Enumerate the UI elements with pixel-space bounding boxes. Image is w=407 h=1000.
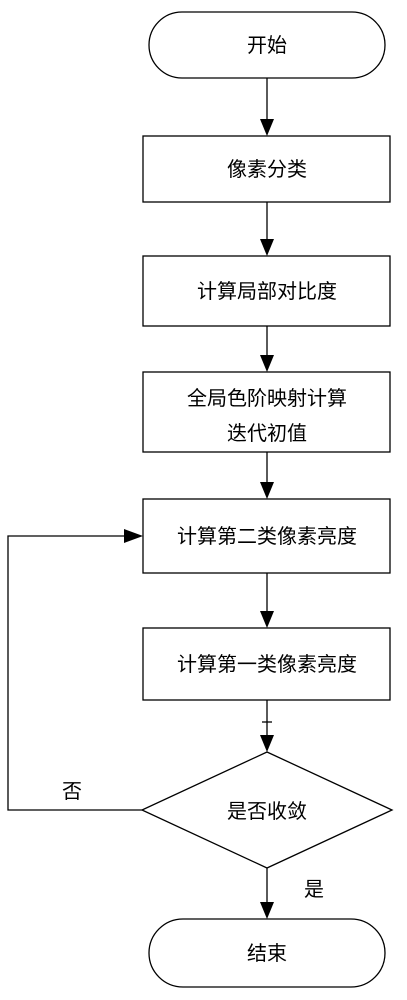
start-label: 开始 [247, 33, 287, 57]
start-terminal: 开始 [148, 11, 386, 79]
step-type1-brightness: 计算第一类像素亮度 [142, 627, 391, 701]
classify-box [142, 135, 391, 203]
step-classify: 像素分类 [142, 135, 391, 203]
yes-label: 是 [304, 877, 324, 901]
arrow-classify-to-contrast [260, 202, 274, 256]
step-type2-brightness: 计算第二类像素亮度 [142, 498, 391, 574]
decision-converged: 是否收敛 [140, 751, 394, 869]
decision-label: 是否收敛 [227, 799, 307, 823]
loop-no-branch: 否 [7, 529, 143, 811]
tone-mapping-label-line1: 全局色阶映射计算 [187, 386, 347, 410]
end-label: 结束 [247, 941, 287, 965]
type1-brightness-label: 计算第一类像素亮度 [177, 652, 357, 676]
end-terminal: 结束 [148, 918, 386, 988]
arrow-start-to-classify [260, 78, 274, 136]
arrow-type2-to-type1 [260, 573, 274, 628]
classify-label: 像素分类 [227, 157, 307, 181]
local-contrast-label: 计算局部对比度 [197, 279, 337, 303]
yes-branch: 是 [260, 868, 324, 919]
type1-brightness-box [142, 627, 391, 701]
type2-brightness-label: 计算第二类像素亮度 [177, 524, 357, 548]
step-local-contrast: 计算局部对比度 [142, 255, 391, 327]
step-tone-mapping: 全局色阶映射计算 迭代初值 [142, 371, 391, 453]
no-label: 否 [62, 779, 82, 803]
end-shape [148, 918, 386, 988]
arrow-contrast-to-tonemap [260, 326, 274, 372]
tone-mapping-label-line2: 迭代初值 [227, 421, 307, 445]
arrow-type1-to-decision [260, 700, 274, 752]
arrow-tonemap-to-type2 [260, 452, 274, 499]
tone-mapping-box [142, 371, 391, 453]
